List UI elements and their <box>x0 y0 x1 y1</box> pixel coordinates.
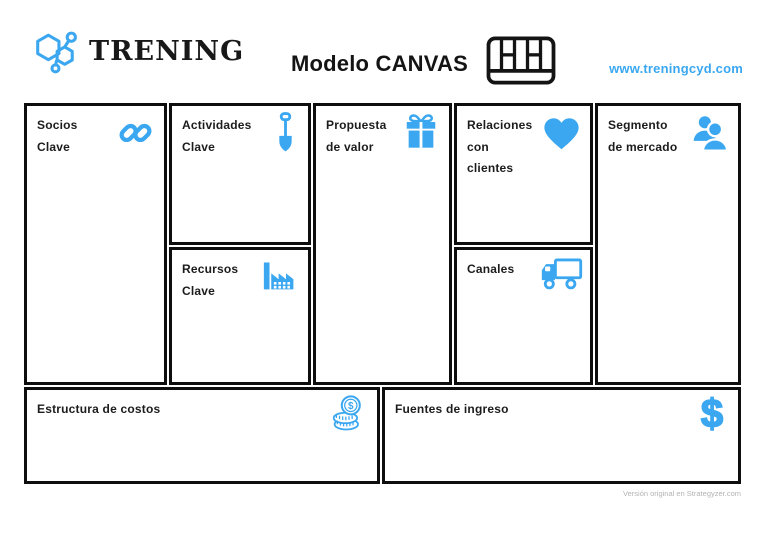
cell-label: Propuesta de valor <box>326 118 387 154</box>
attribution-text: Versión original en Strategyzer.com <box>623 489 741 498</box>
canvas-cell-recursos-clave: Recursos Clave <box>169 247 311 385</box>
link-icon <box>117 116 154 149</box>
cell-label: Canales <box>467 262 515 276</box>
canvas-cell-fuentes-de-ingreso: Fuentes de ingreso $ <box>382 387 741 484</box>
svg-text:$: $ <box>348 401 354 412</box>
cell-label: Segmento de mercado <box>608 118 678 154</box>
cell-label: Relaciones con clientes <box>467 118 533 176</box>
dollar-icon: $ <box>699 391 725 437</box>
canvas-cell-socios-clave: Socios Clave <box>24 103 167 385</box>
canvas-cell-actividades-clave: Actividades Clave <box>169 103 311 245</box>
svg-text:$: $ <box>701 393 723 435</box>
business-model-canvas: Socios Clave Actividades Clave <box>24 103 741 484</box>
factory-icon <box>261 259 298 292</box>
cell-label: Fuentes de ingreso <box>395 402 509 416</box>
gift-icon <box>402 113 440 151</box>
coins-icon: $ <box>331 394 367 432</box>
brand: TRENING <box>33 28 244 75</box>
canvas-cell-estructura-de-costos: Estructura de costos $ <box>24 387 380 484</box>
shovel-icon <box>276 111 295 156</box>
heart-icon <box>541 115 582 152</box>
cell-label: Actividades Clave <box>182 118 252 154</box>
page-title: Modelo CANVAS <box>291 51 468 76</box>
cell-label: Socios Clave <box>37 118 78 154</box>
cell-label: Recursos Clave <box>182 262 239 298</box>
molecule-logo-icon <box>33 28 80 75</box>
canvas-cell-propuesta-de-valor: Propuesta de valor <box>313 103 452 385</box>
canvas-cell-segmento-de-mercado: Segmento de mercado <box>595 103 741 385</box>
website-link[interactable]: www.treningcyd.com <box>609 61 743 76</box>
people-icon <box>690 113 729 152</box>
cell-label: Estructura de costos <box>37 402 161 416</box>
canvas-cell-canales: Canales <box>454 247 593 385</box>
canvas-grid-icon <box>486 36 556 85</box>
brand-name: TRENING <box>89 36 245 67</box>
canvas-cell-relaciones-con-clientes: Relaciones con clientes <box>454 103 593 245</box>
truck-icon <box>539 257 584 291</box>
